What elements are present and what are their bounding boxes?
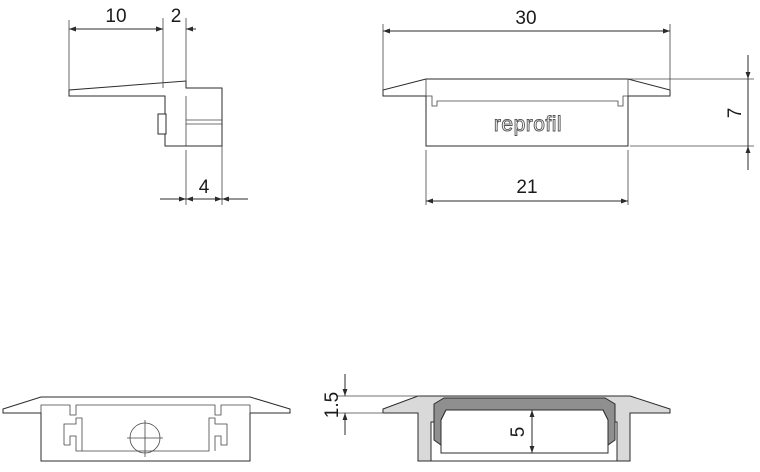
side-view-outline: [68, 80, 223, 147]
dim-side-bottom: 4: [199, 177, 210, 198]
front-view: reprofil 30 21 7: [382, 8, 754, 205]
end-cap-bottom-view: [2, 396, 291, 462]
dim-channel-depth: 5: [508, 427, 529, 438]
side-view-tab: [157, 113, 167, 135]
dim-front-height: 7: [725, 108, 746, 119]
dim-side-width: 10: [105, 6, 126, 27]
profile-cross-section: 1.5 5: [322, 374, 671, 462]
dim-side-tab: 2: [171, 6, 182, 27]
dim-lip-height: 1.5: [322, 392, 343, 418]
dim-front-width: 30: [515, 8, 536, 29]
dim-front-bottom: 21: [516, 177, 537, 198]
side-view: 10 2 4: [68, 6, 248, 205]
brand-logo: reprofil: [494, 113, 562, 136]
